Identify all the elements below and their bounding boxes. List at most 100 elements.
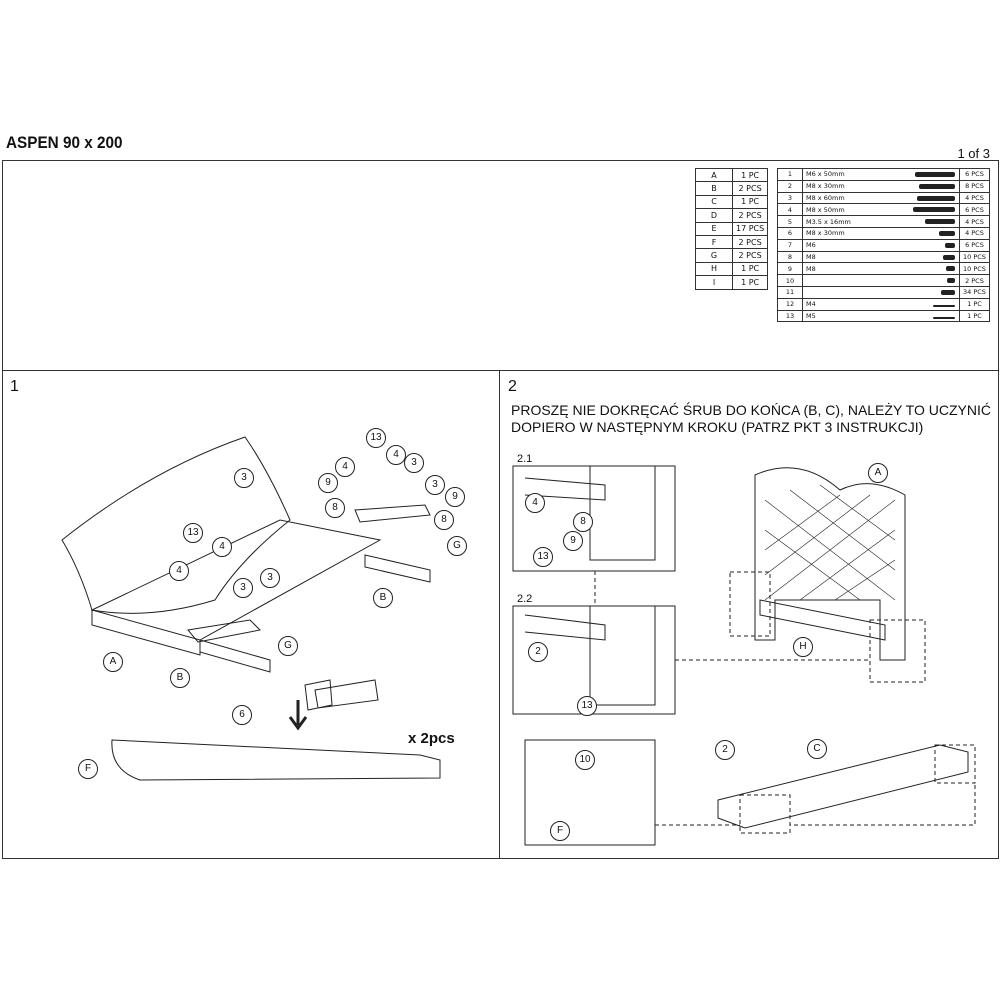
substep-label: 2.1 [517, 453, 533, 465]
callout-label: 13 [183, 523, 203, 543]
detail-box-10 [524, 739, 656, 846]
washer-icon [945, 242, 955, 248]
hardware-qty: 34 PCS [959, 285, 990, 299]
callout-label: 3 [404, 453, 424, 473]
callout-label: 4 [169, 561, 189, 581]
callout-label: 4 [525, 493, 545, 513]
bolt-icon [913, 207, 955, 213]
step-number: 1 [10, 378, 19, 395]
step-note: PROSZĘ NIE DOKRĘCAĆ ŚRUB DO KOŃCA (B, C)… [511, 402, 991, 435]
callout-label: 10 [575, 750, 595, 770]
callout-label: B [373, 588, 393, 608]
callout-label: 3 [233, 578, 253, 598]
tufting [764, 484, 896, 601]
spring-washer-icon [946, 266, 955, 272]
block-g [187, 504, 431, 643]
callout-label: 3 [425, 475, 445, 495]
callout-label: H [793, 637, 813, 657]
part-letter: I [695, 275, 733, 290]
hardware-spec: M8 x 30mm [806, 229, 845, 238]
hardware-spec: M4 [806, 300, 816, 309]
hardware-qty: 1 PC [959, 297, 990, 311]
hardware-qty: 1 PC [959, 309, 990, 323]
hardware-spec: M8 [806, 264, 816, 273]
page-number: 1 of 3 [957, 146, 990, 161]
hardware-spec: M8 [806, 252, 816, 261]
callout-label: 13 [533, 547, 553, 567]
hardware-qty: 10 PCS [959, 250, 990, 264]
arrow-down-icon [288, 700, 308, 731]
callout-label: 8 [434, 510, 454, 530]
allen-key-icon [933, 304, 955, 307]
callout-label: 3 [234, 468, 254, 488]
callout-label: 6 [232, 705, 252, 725]
callout-label: 3 [260, 568, 280, 588]
callout-label: 2 [528, 642, 548, 662]
callout-label: F [550, 821, 570, 841]
hardware-number: 8 [777, 250, 803, 264]
divider [499, 370, 500, 858]
callout-label: G [447, 536, 467, 556]
callout-label: 13 [577, 696, 597, 716]
washer-icon [943, 254, 955, 260]
hardware-spec: M8 x 50mm [806, 205, 845, 214]
callout-label: F [78, 759, 98, 779]
document-title: ASPEN 90 x 200 [6, 133, 123, 152]
rail-h [759, 599, 886, 641]
callout-label: A [868, 463, 888, 483]
hardware-spec: M5 [806, 311, 816, 320]
callout-label: 4 [212, 537, 232, 557]
callout-label: 9 [563, 531, 583, 551]
callout-label: 4 [335, 457, 355, 477]
part-qty: 1 PC [731, 275, 769, 290]
hardware-spec: M6 x 50mm [806, 170, 845, 179]
hardware-qty: 10 PCS [959, 262, 990, 276]
divider [2, 370, 998, 371]
callout-label: 2 [715, 740, 735, 760]
hardware-qty: 2 PCS [959, 274, 990, 287]
quantity-multiplier: x 2pcs [408, 730, 455, 747]
hardware-spec: M3.5 x 16mm [806, 217, 851, 226]
callout-label: 13 [366, 428, 386, 448]
hammer [304, 679, 379, 711]
hardware-row: 10 2 PCS [777, 274, 990, 287]
hardware-spec: M8 x 30mm [806, 182, 845, 191]
cap-icon [947, 278, 955, 284]
bolt-icon [915, 172, 955, 177]
screw-icon [925, 219, 955, 225]
callout-label: A [103, 652, 123, 672]
bolt-icon [919, 183, 955, 189]
step-number: 2 [508, 378, 517, 395]
side-rail-b [199, 554, 431, 673]
headboard-panel [61, 436, 291, 614]
callout-label: 8 [325, 498, 345, 518]
upholstered-headboard [754, 467, 906, 661]
hardware-number: 10 [777, 274, 803, 287]
detail-box-2-1 [512, 465, 676, 572]
callout-label: C [807, 739, 827, 759]
callout-label: G [278, 636, 298, 656]
hardware-spec: M6 [806, 241, 816, 250]
allen-key-icon [933, 316, 955, 319]
callout-label: 9 [445, 487, 465, 507]
page-frame [2, 160, 999, 859]
callout-label: 8 [573, 512, 593, 532]
dowel-icon [939, 230, 955, 236]
rail-c [717, 744, 969, 829]
callout-label: 4 [386, 445, 406, 465]
substep-label: 2.2 [517, 593, 533, 605]
board-f [111, 739, 441, 781]
bolt-icon [917, 195, 955, 201]
